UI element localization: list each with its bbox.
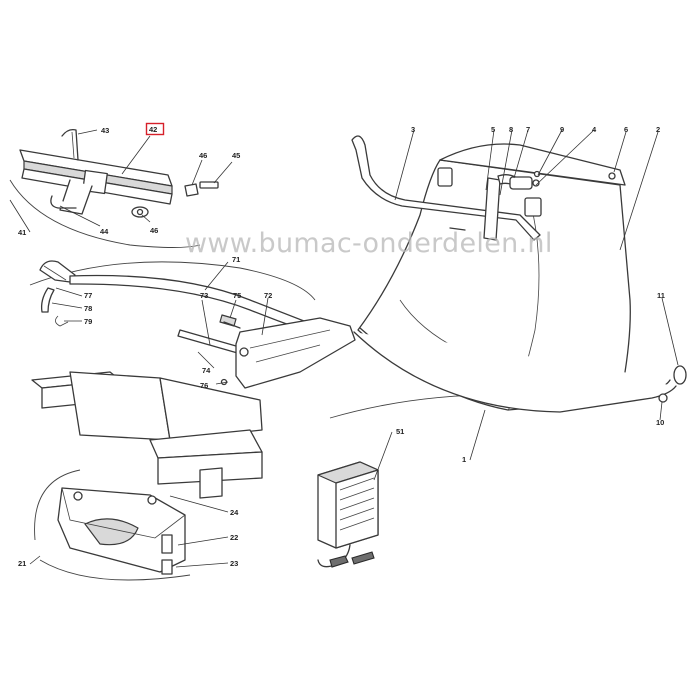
mounting-bracket: [19, 128, 219, 218]
leader-lines: [9, 129, 679, 568]
callout-77: 77: [84, 291, 92, 300]
group-arc-lever: [29, 261, 316, 301]
battery-charger: [317, 461, 379, 568]
callout-5: 5: [491, 125, 495, 134]
callout-11: 11: [657, 291, 665, 300]
callout-9: 9: [560, 125, 564, 134]
height-lever: [39, 260, 356, 389]
callout-22: 22: [230, 533, 238, 542]
highlighted-part-box: [145, 122, 165, 136]
callout-71: 71: [232, 255, 240, 264]
callout-74: 74: [202, 366, 211, 375]
callout-3: 3: [411, 125, 415, 134]
counterweight: [57, 487, 186, 575]
callout-21: 21: [18, 559, 26, 568]
callout-42: 42: [149, 125, 157, 134]
callout-7: 7: [526, 125, 530, 134]
callout-78: 78: [84, 304, 92, 313]
callout-46-top: 46: [199, 151, 207, 160]
callout-45: 45: [232, 151, 240, 160]
callouts: 43 42 46 45 46 44 41 71 73 75 72 77 78 7…: [18, 125, 665, 568]
callout-24: 24: [230, 508, 239, 517]
callout-8: 8: [509, 125, 513, 134]
callout-44: 44: [100, 227, 109, 236]
callout-43: 43: [101, 126, 109, 135]
callout-79: 79: [84, 317, 92, 326]
callout-73: 73: [200, 291, 208, 300]
callout-6: 6: [624, 125, 628, 134]
watermark-text: www.bumac-onderdelen.nl: [185, 228, 553, 259]
callout-4: 4: [592, 125, 597, 134]
callout-2: 2: [656, 125, 660, 134]
callout-10: 10: [656, 418, 664, 427]
group-arc-weight: [34, 469, 191, 581]
callout-72: 72: [264, 291, 272, 300]
callout-75: 75: [233, 291, 241, 300]
callout-1: 1: [462, 455, 466, 464]
group-arc-bracket: [9, 179, 201, 248]
callout-41: 41: [18, 228, 26, 237]
frame-tube: [31, 371, 263, 499]
callout-46-bottom: 46: [150, 226, 158, 235]
callout-51: 51: [396, 427, 404, 436]
callout-23: 23: [230, 559, 238, 568]
callout-76: 76: [200, 381, 208, 390]
grass-catcher: [351, 135, 687, 413]
